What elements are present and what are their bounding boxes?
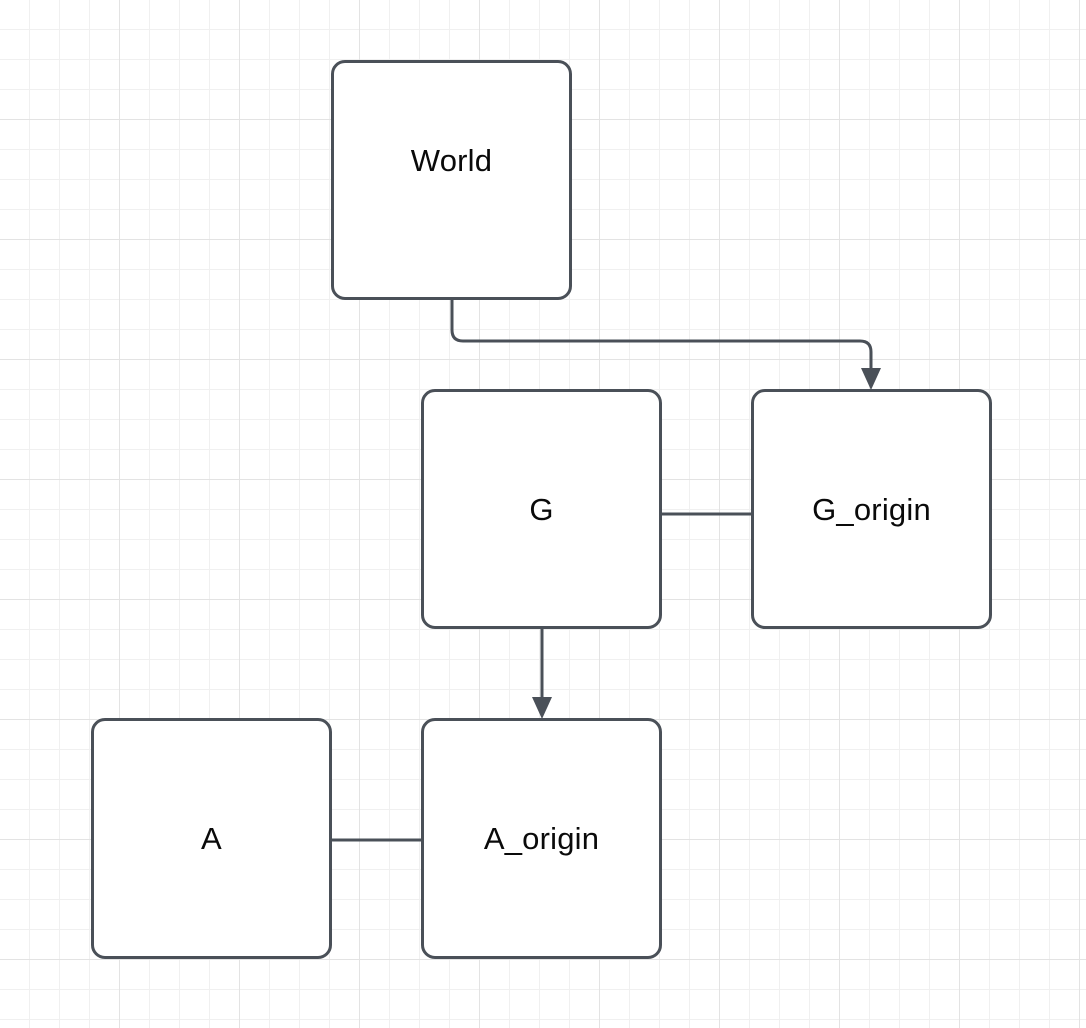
node-world[interactable]: World (331, 60, 572, 300)
node-label-g: G (529, 491, 554, 527)
node-a[interactable]: A (91, 718, 332, 959)
node-g[interactable]: G (421, 389, 662, 629)
node-label-world: World (410, 142, 493, 178)
node-label-a: A (201, 821, 222, 856)
edge-world-to-g_origin[interactable] (450, 300, 873, 368)
node-label-g_origin: G_origin (812, 491, 931, 527)
node-a_origin[interactable]: A_origin (421, 718, 662, 959)
arrowhead-a_origin-icon (532, 697, 552, 719)
node-g_origin[interactable]: G_origin (751, 389, 992, 629)
node-label-a_origin: A_origin (483, 821, 600, 856)
arrowhead-g_origin-icon (861, 368, 881, 390)
